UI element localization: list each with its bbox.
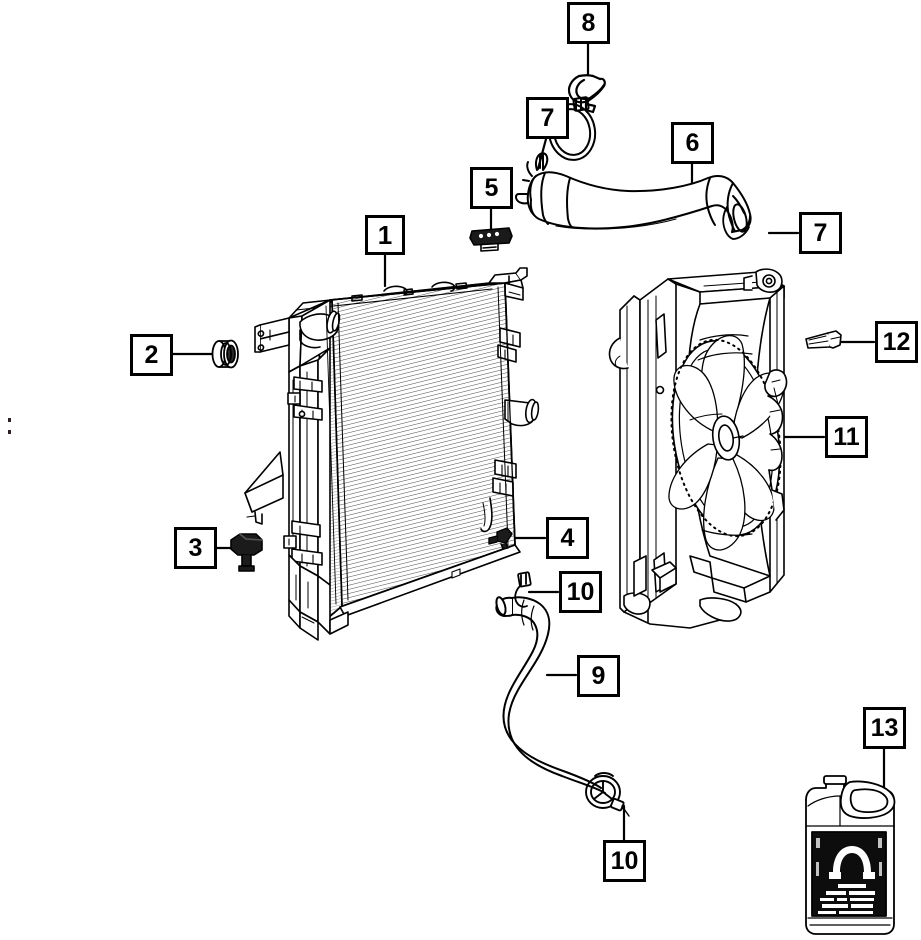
part-12-mounting-bolt	[805, 330, 842, 349]
callout-2[interactable]: 2	[130, 334, 173, 376]
callout-9[interactable]: 9	[577, 655, 620, 697]
callout-3[interactable]: 3	[174, 527, 217, 569]
callout-11[interactable]: 11	[825, 416, 868, 458]
callout-13[interactable]: 13	[863, 707, 906, 749]
callout-10-upper[interactable]: 10	[559, 571, 602, 613]
part-11-fan-module-shroud	[608, 268, 788, 629]
callout-1[interactable]: 1	[365, 215, 405, 255]
leader-lines	[171, 42, 886, 842]
part-2-isolator-grommet	[211, 339, 239, 369]
callout-7-upper[interactable]: 7	[526, 97, 569, 139]
part-1-radiator-assembly	[244, 267, 540, 641]
part-5-retainer-clip	[469, 227, 513, 252]
part-10-hose-clamp-bottom	[585, 772, 630, 817]
callout-7-right[interactable]: 7	[799, 212, 842, 254]
callout-8[interactable]: 8	[567, 2, 610, 44]
part-13-coolant-bottle	[805, 775, 896, 935]
callout-10-lower[interactable]: 10	[603, 840, 646, 882]
edge-artifact-dot	[8, 430, 11, 434]
edge-artifact-dot	[8, 418, 11, 422]
callout-4[interactable]: 4	[546, 517, 589, 559]
callout-5[interactable]: 5	[470, 167, 513, 209]
part-4-temperature-sensor	[488, 527, 513, 550]
part-3-drain-petcock	[230, 533, 263, 572]
part-6-upper-radiator-hose	[514, 152, 752, 233]
callout-12[interactable]: 12	[875, 321, 918, 363]
part-10-hose-clamp-top	[514, 571, 532, 608]
part-7-hose-clamp-right	[722, 206, 750, 240]
callout-6[interactable]: 6	[671, 122, 714, 164]
part-9-lower-radiator-hose	[495, 596, 606, 794]
